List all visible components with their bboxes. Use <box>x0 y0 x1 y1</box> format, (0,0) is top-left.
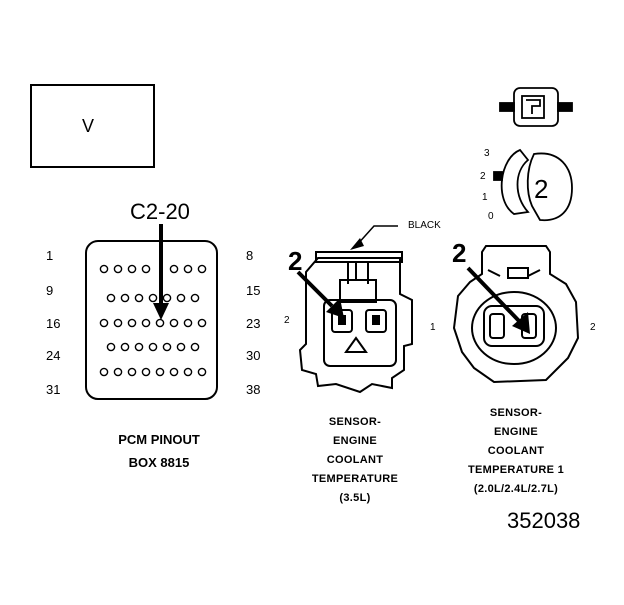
sensor-35-caption-line: SENSOR- <box>328 416 382 428</box>
pcm-pin <box>106 293 116 303</box>
pcm-left-pin-label: 24 <box>46 348 61 363</box>
pcm-right-pin-label: 8 <box>246 248 254 263</box>
pcm-pin <box>190 293 200 303</box>
pcm-pin <box>120 342 130 352</box>
pcm-pin <box>148 342 158 352</box>
small-connector-icon <box>499 87 573 127</box>
pcm-caption-line: PCM PINOUT <box>118 432 200 447</box>
pcm-right-pin-label: 30 <box>246 348 261 363</box>
pcm-pin <box>134 293 144 303</box>
pcm-pin <box>183 367 193 377</box>
pcm-left-pin-label: 16 <box>46 316 61 331</box>
pcm-pin <box>99 318 109 328</box>
pcm-pin <box>141 367 151 377</box>
pcm-connector-body <box>85 240 218 400</box>
sensor-35-connector <box>298 251 413 394</box>
locator-number: 0 <box>488 211 494 222</box>
pcm-pin <box>106 342 116 352</box>
black-wire-label: BLACK <box>408 220 441 231</box>
pcm-pin <box>120 293 130 303</box>
sensor-1-left-pin-label: 1 <box>430 322 436 333</box>
sensor-35-caption-line: COOLANT <box>326 454 384 466</box>
pcm-pin <box>176 342 186 352</box>
pcm-pin <box>197 367 207 377</box>
sensor-1-callout-label: 2 <box>452 238 467 268</box>
locator-number: 1 <box>482 192 488 203</box>
locator-number: 3 <box>484 148 490 159</box>
pcm-caption: PCM PINOUT BOX 8815 <box>86 428 232 474</box>
pcm-callout-arrow-head <box>153 303 169 320</box>
sensor-1-connector <box>452 245 580 384</box>
locator-big-number: 2 <box>534 174 549 204</box>
sensor-1-callout-arrow-shaft <box>466 266 522 324</box>
pcm-pin <box>183 318 193 328</box>
pcm-left-pin-label: 31 <box>46 382 61 397</box>
pcm-caption-line: BOX 8815 <box>128 455 190 470</box>
pcm-pin <box>141 318 151 328</box>
sensor-1-caption-line: ENGINE <box>494 426 538 438</box>
pcm-pin <box>155 367 165 377</box>
locator-number: 2 <box>480 171 486 182</box>
pcm-callout-label: C2-20 <box>130 199 190 224</box>
pcm-pin <box>162 293 172 303</box>
pcm-pin <box>113 318 123 328</box>
sensor-1-caption: SENSOR- ENGINE COOLANT TEMPERATURE 1 (2.… <box>460 404 572 499</box>
pcm-pin <box>99 264 109 274</box>
sensor-35-pin-label: 2 <box>284 315 290 326</box>
view-box-label: V <box>82 116 95 136</box>
pcm-pin <box>113 367 123 377</box>
sensor-1-callout-arrow-head <box>512 312 530 334</box>
sensor-35-caption: SENSOR- ENGINE COOLANT TEMPERATURE (3.5L… <box>296 413 414 508</box>
sensor-1-caption-line: SENSOR- <box>489 407 543 419</box>
sensor-35-caption-line: (3.5L) <box>339 492 371 504</box>
sensor-1-caption-line: (2.0L/2.4L/2.7L) <box>473 483 559 495</box>
pcm-pin-grid <box>99 264 207 377</box>
pcm-pin <box>169 318 179 328</box>
sensor-1-caption-line: COOLANT <box>487 445 545 457</box>
pcm-right-pin-label: 38 <box>246 382 261 397</box>
pcm-pin <box>155 318 165 328</box>
sensor-35-caption-line: ENGINE <box>333 435 377 447</box>
pcm-pin <box>148 293 158 303</box>
pcm-pin <box>99 367 109 377</box>
pcm-left-pin-label: 9 <box>46 283 54 298</box>
pcm-pin <box>176 293 186 303</box>
pcm-pin <box>127 264 137 274</box>
sensor-35-caption-line: TEMPERATURE <box>311 473 399 485</box>
pcm-pin <box>127 367 137 377</box>
pcm-pin <box>162 342 172 352</box>
sensor-35-callout-arrow-head <box>326 298 344 318</box>
pcm-pin <box>134 342 144 352</box>
sensor-1-right-pin-label: 2 <box>590 322 596 333</box>
sensor-1-caption-line: TEMPERATURE 1 <box>468 464 564 476</box>
pcm-pin <box>169 264 179 274</box>
view-box <box>30 84 155 168</box>
black-wire-leader-head <box>350 238 364 250</box>
black-wire-leader <box>355 225 398 247</box>
pcm-right-pin-label: 23 <box>246 316 261 331</box>
sensor-35-callout-arrow-shaft <box>296 270 334 308</box>
pcm-pin <box>169 367 179 377</box>
pcm-pin <box>197 264 207 274</box>
pcm-pin <box>197 318 207 328</box>
figure-number: 352038 <box>507 508 581 533</box>
sensor-35-callout-label: 2 <box>288 246 303 276</box>
pcm-left-pin-label: 1 <box>46 248 54 263</box>
pcm-pin <box>113 264 123 274</box>
pcm-right-pin-label: 15 <box>246 283 261 298</box>
pcm-pin <box>190 342 200 352</box>
pcm-pin <box>127 318 137 328</box>
locator-clip-icon <box>493 148 573 222</box>
pcm-pin <box>141 264 151 274</box>
pcm-pin <box>183 264 193 274</box>
